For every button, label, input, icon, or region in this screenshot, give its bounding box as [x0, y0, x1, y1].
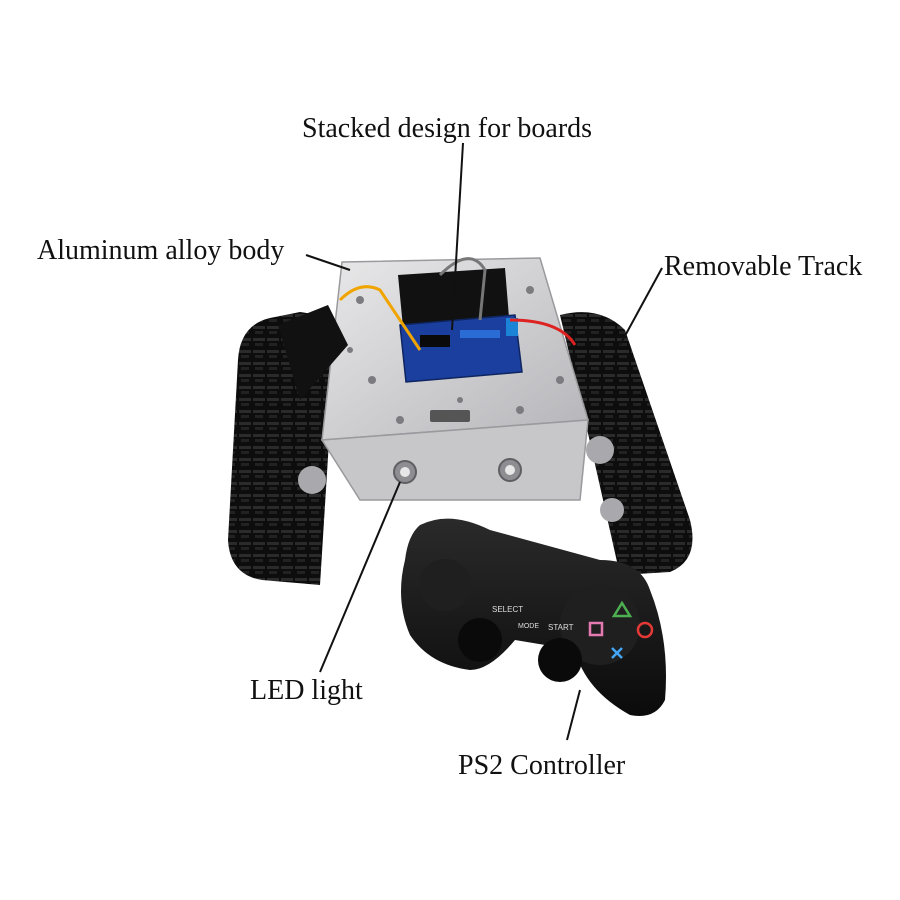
right-track	[560, 312, 693, 575]
wheels	[298, 436, 624, 522]
pointer-lines	[305, 142, 663, 741]
label-led-light: LED light	[250, 675, 363, 706]
wires	[338, 257, 577, 351]
receiver-module	[278, 305, 348, 400]
select-label: SELECT	[492, 605, 523, 614]
label-aluminum-body: Aluminum alloy body	[37, 235, 285, 266]
control-board	[399, 314, 523, 383]
start-label: START	[548, 623, 574, 632]
label-stacked-design: Stacked design for boards	[302, 113, 593, 144]
label-removable-track: Removable Track	[664, 251, 863, 282]
label-ps2-controller: PS2 Controller	[458, 750, 626, 781]
mode-label: MODE	[518, 623, 539, 630]
ps2-controller: SELECT START MODE	[401, 518, 666, 716]
led-lights	[393, 458, 522, 484]
